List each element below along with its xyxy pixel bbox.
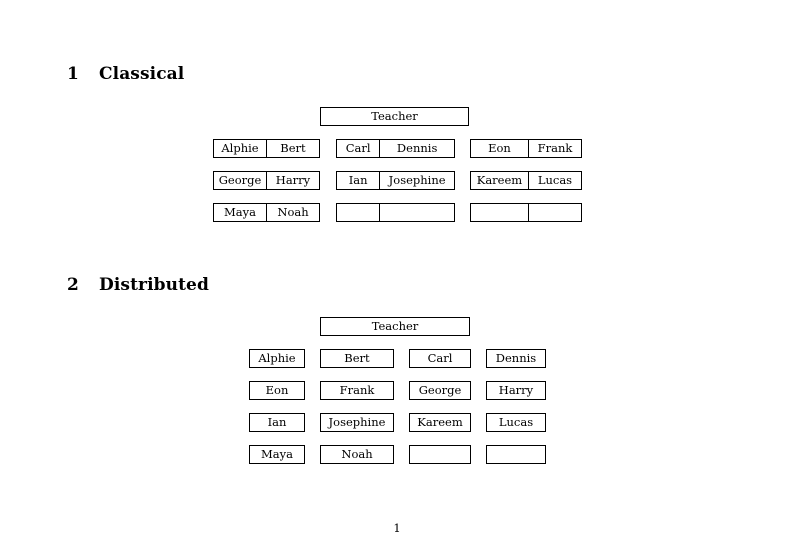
student-cell: Alphie [221,140,259,155]
student-box: Josephine [320,413,394,432]
student-box: George [409,381,471,400]
student-pair-row: Maya Noah [213,203,320,222]
student-cell: Frank [527,140,581,157]
student-pair-row-empty [336,203,455,222]
student-box: Kareem [409,413,471,432]
section-title: Distributed [99,275,209,295]
student-box: Carl [409,349,471,368]
section-heading-distributed: 2 Distributed [67,275,209,295]
student-box: Frank [320,381,394,400]
student-cell: Kareem [476,172,523,187]
student-cell: Noah [266,204,319,221]
student-cell: Josephine [379,172,454,189]
student-cell: Maya [224,204,256,219]
student-box: Dennis [486,349,546,368]
student-box: Bert [320,349,394,368]
student-cell: Lucas [527,172,581,189]
student-cell-empty [337,204,379,221]
student-cell-empty [471,204,528,221]
student-box: Maya [249,445,305,464]
section-heading-classical: 1 Classical [67,64,184,84]
student-cell: George [218,172,262,187]
student-box: Lucas [486,413,546,432]
section-title: Classical [99,64,185,84]
student-cell: Eon [488,140,511,155]
student-cell: Harry [266,172,319,189]
page-number: 1 [393,521,401,535]
teacher-box: Teacher [320,107,469,126]
student-cell: Ian [348,172,368,187]
student-pair-row-empty [470,203,582,222]
student-box: Ian [249,413,305,432]
section-number: 1 [67,64,79,84]
student-pair-row: George Harry [213,171,320,190]
teacher-box: Teacher [320,317,470,336]
section-number: 2 [67,275,79,295]
student-box: Harry [486,381,546,400]
student-box: Eon [249,381,305,400]
student-pair-row: Eon Frank [470,139,582,158]
student-cell: Bert [266,140,319,157]
student-cell-empty [527,204,581,221]
student-cell: Dennis [379,140,454,157]
student-box: Alphie [249,349,305,368]
student-pair-row: Alphie Bert [213,139,320,158]
student-box-empty [409,445,471,464]
student-cell-empty [379,204,454,221]
student-pair-row: Carl Dennis [336,139,455,158]
student-box: Noah [320,445,394,464]
student-pair-row: Ian Josephine [336,171,455,190]
student-pair-row: Kareem Lucas [470,171,582,190]
student-box-empty [486,445,546,464]
student-cell: Carl [345,140,371,155]
